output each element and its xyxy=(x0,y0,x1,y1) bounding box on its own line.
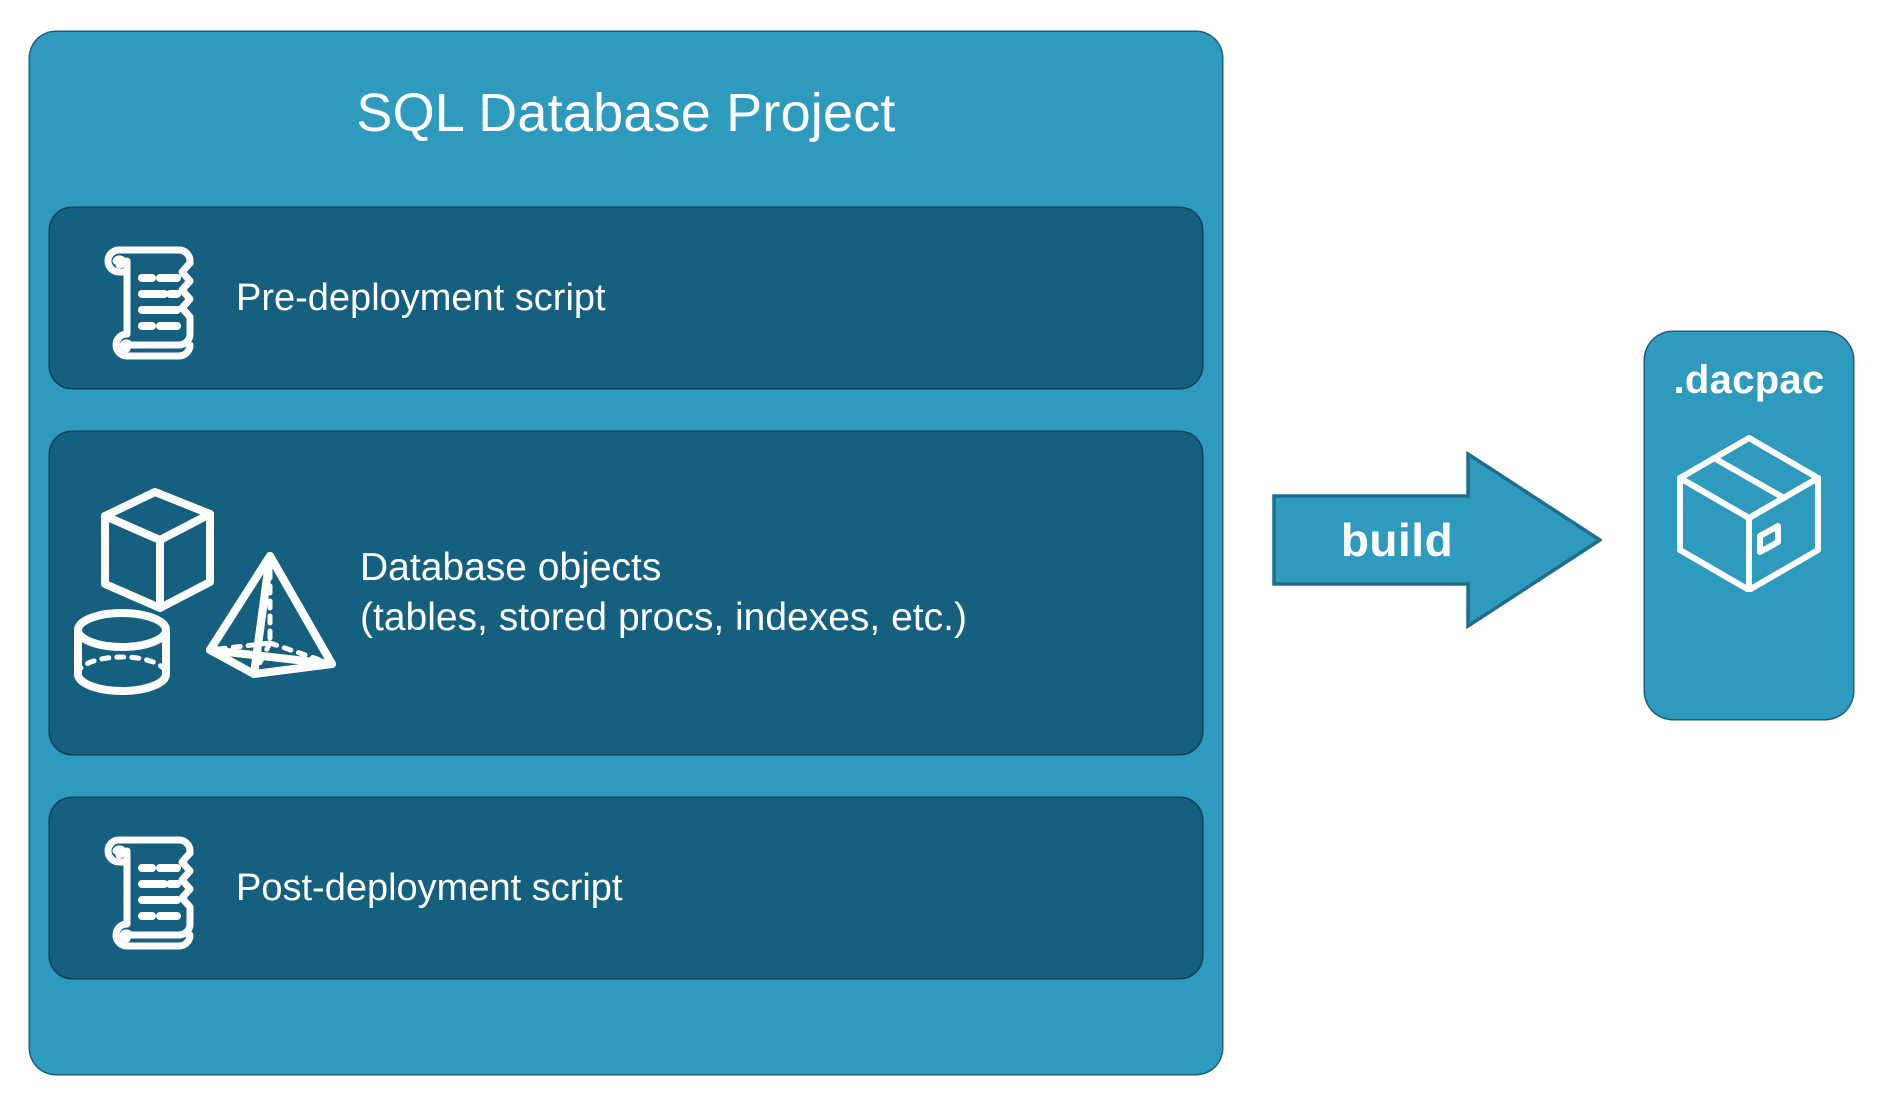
card-post-deployment-label: Post-deployment script xyxy=(236,866,623,909)
build-arrow: build xyxy=(1272,450,1604,630)
page-title: SQL Database Project xyxy=(356,83,896,143)
dacpac-label: .dacpac xyxy=(1673,358,1825,402)
card-pre-deployment-script: Pre-deployment script xyxy=(50,208,1202,388)
card-pre-deployment-label: Pre-deployment script xyxy=(236,276,606,319)
arrow-right-icon xyxy=(1272,450,1604,630)
dacpac-output-box: .dacpac xyxy=(1645,332,1853,719)
scroll-icon xyxy=(50,826,236,950)
package-box-icon xyxy=(1674,432,1824,597)
cylinder-icon xyxy=(74,609,170,695)
3d-shapes-icon xyxy=(50,478,360,708)
sql-database-project-container: SQL Database Project xyxy=(30,32,1222,1074)
cube-icon xyxy=(101,488,214,612)
card-post-deployment-script: Post-deployment script xyxy=(50,798,1202,978)
card-database-objects: Database objects (tables, stored procs, … xyxy=(50,432,1202,754)
scroll-icon xyxy=(50,236,236,360)
card-database-objects-label: Database objects (tables, stored procs, … xyxy=(360,546,967,639)
pyramid-icon xyxy=(206,552,336,678)
